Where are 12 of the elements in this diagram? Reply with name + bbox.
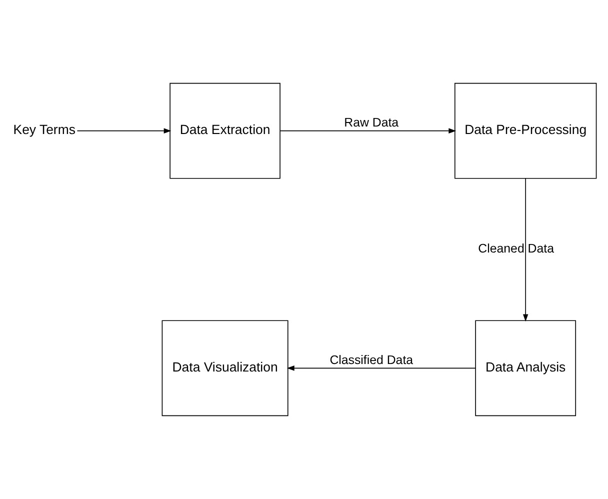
node-box: Data Visualization: [162, 320, 288, 416]
edge-label: Raw Data: [344, 116, 399, 130]
node-box: Data Extraction: [170, 82, 280, 179]
node-box: Data Analysis: [475, 320, 576, 416]
arrow: [286, 366, 476, 371]
arrow: [280, 128, 456, 134]
node-box: Data Pre-Processing: [454, 82, 597, 179]
node-text: Key Terms: [13, 122, 76, 137]
edge-label: Classified Data: [330, 353, 414, 368]
arrow: [522, 178, 528, 322]
arrow: [76, 128, 172, 134]
edge-label: Cleaned Data: [478, 241, 554, 256]
